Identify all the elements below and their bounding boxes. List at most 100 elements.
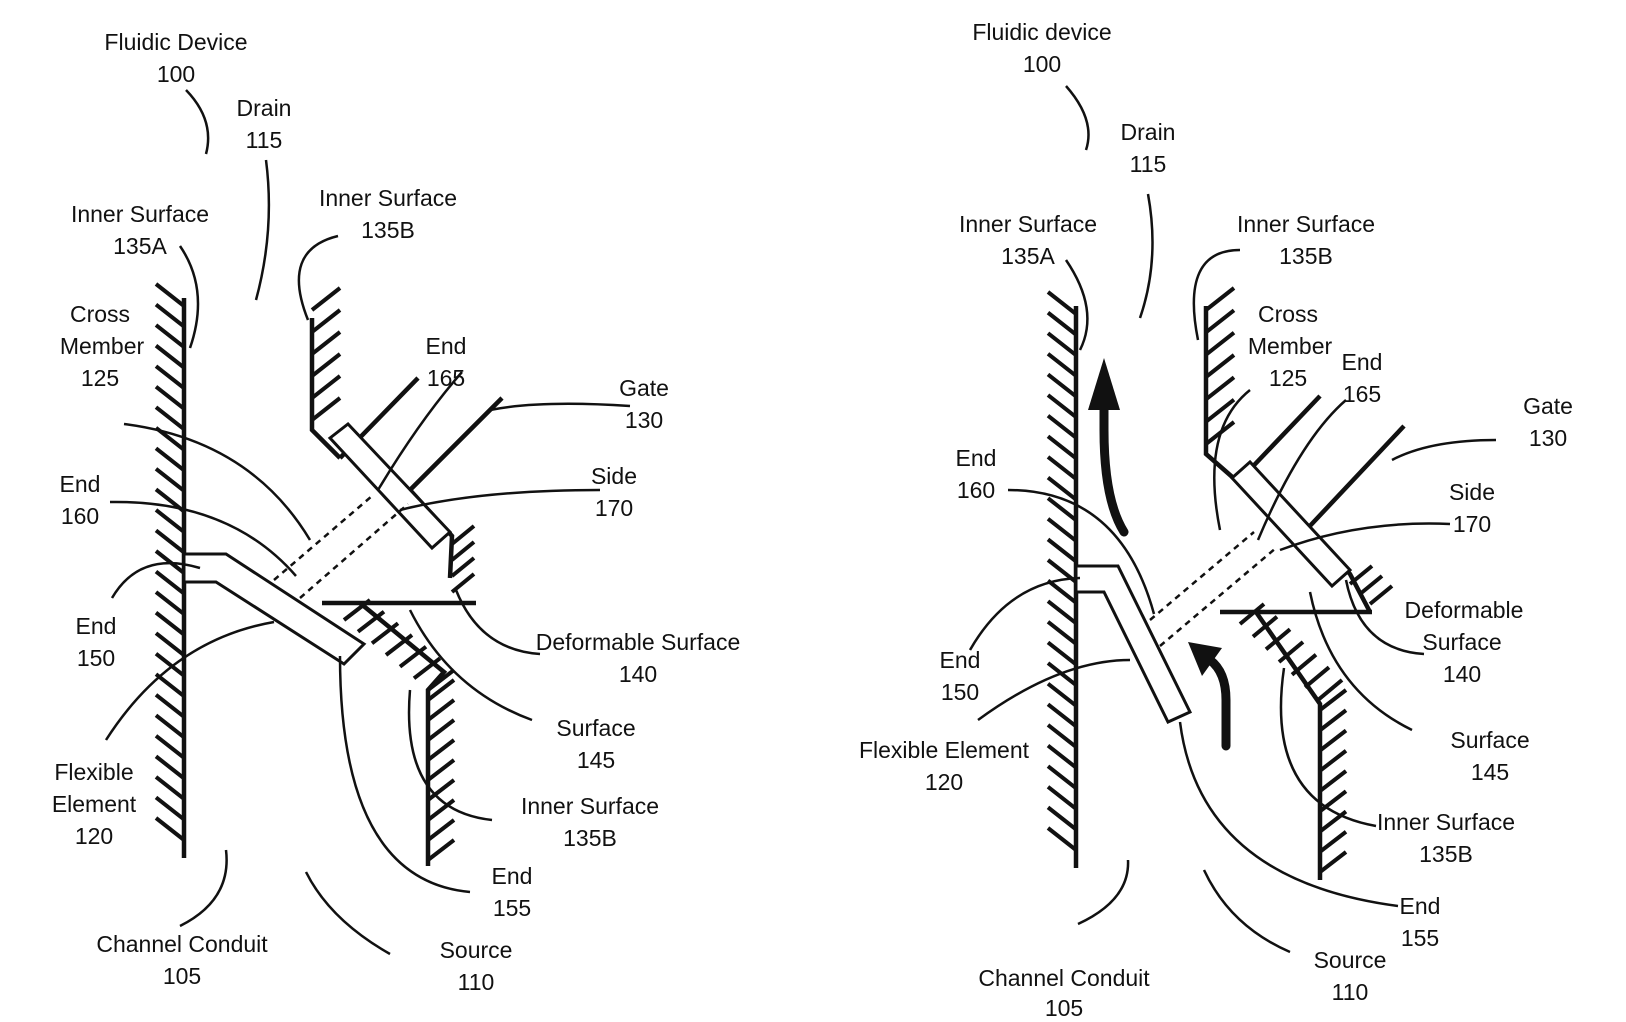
right-leader-source-110	[1202, 869, 1291, 954]
right-leader-deformable-surface-140	[1344, 579, 1425, 656]
right-dashed-link-lower	[1159, 547, 1277, 647]
hatch-tick	[154, 775, 186, 801]
leader-end-150	[110, 561, 201, 599]
hatch-tick	[1046, 764, 1078, 790]
hatch-tick	[426, 778, 456, 802]
right-lower-right-wall	[1254, 610, 1323, 880]
hatch-tick	[450, 540, 476, 562]
right-label-end-160-name: End	[956, 445, 997, 471]
label-end-165-number: 165	[427, 365, 465, 391]
right-label-channel-conduit-number: 105	[1045, 995, 1083, 1021]
label-inner-surface-135b-bottom-name: Inner Surface	[521, 793, 659, 819]
label-inner-surface-135a-name: Inner Surface	[71, 201, 209, 227]
right-label-channel-conduit-name: Channel Conduit	[978, 965, 1150, 991]
flow-arrow-source-head	[1188, 642, 1222, 676]
right-label-end-155-number: 155	[1401, 925, 1439, 951]
hatch-tick	[426, 758, 456, 782]
leader-inner-surface-135a	[178, 245, 200, 349]
hatch-tick	[1046, 537, 1078, 563]
flow-arrow-source	[1205, 655, 1231, 751]
hatch-tick	[154, 652, 186, 678]
right-label-inner-surface-135b-bottom-number: 135B	[1419, 841, 1473, 867]
right-upper-right-wall-hatching	[1204, 286, 1236, 446]
label-flexible-element-number: 120	[75, 823, 113, 849]
hatch-tick	[154, 344, 186, 370]
leader-cross-member-125	[123, 422, 312, 541]
right-labels: Fluidic device 100 Drain 115 Inner Surfa…	[859, 19, 1573, 1021]
hatch-tick	[1348, 564, 1374, 586]
label-inner-surface-135b-top-number: 135B	[361, 217, 415, 243]
hatch-tick	[1368, 584, 1394, 606]
right-label-device-number: 100	[1023, 51, 1061, 77]
right-label-flexible-element-name: Flexible Element	[859, 737, 1030, 763]
leader-side-170	[399, 488, 601, 512]
hatch-tick	[1046, 640, 1078, 667]
leader-inner-surface-135b-bottom	[407, 689, 493, 822]
cross-member-125	[327, 421, 453, 551]
hatch-tick	[1046, 723, 1078, 749]
right-upper-right-wall	[1203, 306, 1240, 484]
right-leader-device-100	[1065, 85, 1090, 151]
hatch-tick	[450, 524, 476, 546]
right-label-end-160-number: 160	[957, 477, 995, 503]
hatch-tick	[1204, 331, 1236, 357]
hatch-tick	[1318, 769, 1348, 793]
right-label-end-150-number: 150	[941, 679, 979, 705]
hatch-tick	[154, 302, 186, 329]
hatch-tick	[1046, 620, 1078, 646]
hatch-tick	[342, 598, 372, 622]
label-end-160-name: End	[60, 471, 101, 497]
hatch-tick	[154, 323, 186, 349]
hatch-tick	[370, 621, 400, 645]
right-leader-end-155	[1178, 721, 1399, 908]
hatch-tick	[1238, 602, 1266, 626]
hatch-tick	[1046, 414, 1078, 440]
right-leader-gate-130	[1391, 438, 1497, 462]
label-drain-number: 115	[246, 127, 283, 153]
leader-flexible-element-120	[104, 620, 275, 741]
label-side-name: Side	[591, 463, 637, 489]
hatch-tick	[1046, 682, 1078, 708]
right-label-cross-member-line2: Member	[1248, 333, 1333, 359]
right-lower-right-wall-hatching	[1238, 602, 1348, 874]
right-label-inner-surface-135b-bottom-name: Inner Surface	[1377, 809, 1515, 835]
leader-channel-conduit-105	[179, 849, 228, 928]
hatch-tick	[1204, 353, 1236, 379]
hatch-tick	[1046, 785, 1078, 811]
hatch-tick	[1046, 455, 1078, 481]
hatch-tick	[310, 330, 342, 356]
left-structure	[154, 282, 504, 866]
right-label-side-name: Side	[1449, 479, 1495, 505]
hatch-tick	[1318, 688, 1348, 712]
label-surface-145-number: 145	[577, 747, 615, 773]
right-left-wall-hatching	[1046, 290, 1078, 852]
right-figure: Fluidic device 100 Drain 115 Inner Surfa…	[859, 19, 1573, 1021]
hatch-tick	[1046, 372, 1078, 399]
right-label-source-number: 110	[1332, 979, 1369, 1005]
hatch-tick	[426, 818, 456, 842]
leader-end-155	[338, 655, 471, 894]
hatch-tick	[398, 645, 428, 669]
leader-end-160	[109, 500, 297, 577]
right-label-flexible-element-number: 120	[925, 769, 963, 795]
leader-deformable-surface-140	[454, 589, 541, 656]
right-label-end-155-name: End	[1400, 893, 1441, 919]
hatch-tick	[1046, 393, 1078, 419]
label-end-150-name: End	[76, 613, 117, 639]
label-deformable-surface-name: Deformable Surface	[536, 629, 741, 655]
left-figure: Fluidic Device 100 Drain 115 Inner Surfa…	[52, 29, 740, 995]
hatch-tick	[154, 528, 186, 555]
hatch-tick	[1046, 517, 1078, 543]
leader-source-110	[304, 871, 391, 956]
right-label-end-165-number: 165	[1343, 381, 1381, 407]
right-leader-end-160	[1007, 488, 1156, 615]
hatch-tick	[310, 396, 342, 422]
right-leader-surface-145	[1308, 591, 1413, 732]
hatch-tick	[154, 754, 186, 780]
hatch-tick	[1046, 599, 1078, 625]
right-label-deformable-line2: Surface	[1422, 629, 1501, 655]
hatch-tick	[1318, 708, 1348, 732]
right-gate-hatching	[1348, 564, 1394, 606]
right-leader-inner-surface-135b-bottom	[1279, 667, 1377, 828]
